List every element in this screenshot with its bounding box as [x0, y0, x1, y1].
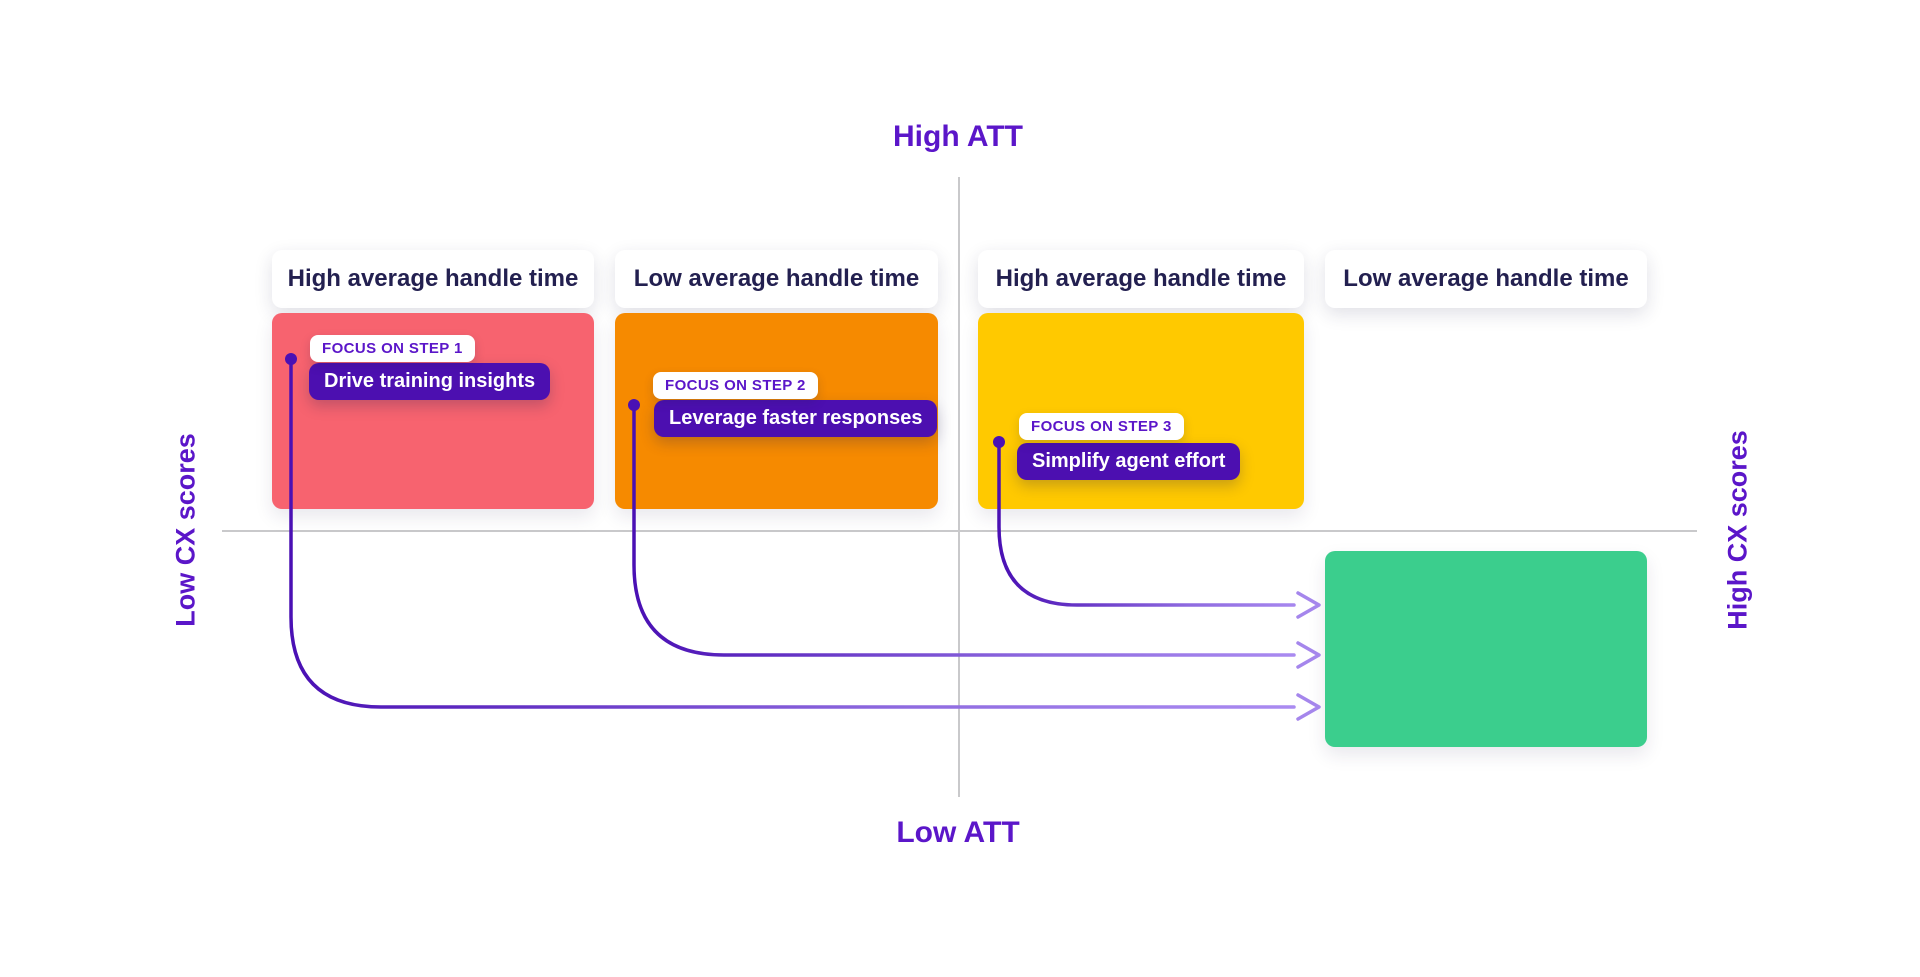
axis-line-horizontal [222, 530, 1697, 532]
arrow-icon-step-1 [1296, 693, 1321, 721]
axis-title-bottom: Low ATT [896, 816, 1020, 849]
axis-title-top: High ATT [893, 120, 1023, 153]
axis-label-right: High CX scores [1722, 430, 1753, 630]
step-2-label: Leverage faster responses [654, 400, 938, 437]
axis-label-left: Low CX scores [170, 433, 201, 627]
step-1-badge: FOCUS ON STEP 1 [310, 335, 475, 362]
step-2-badge: FOCUS ON STEP 2 [653, 372, 818, 399]
axis-line-vertical [958, 177, 960, 797]
step-1-label: Drive training insights [309, 363, 551, 400]
quadrant-header-1: High average handle time [272, 250, 594, 308]
arrow-icon-step-3 [1296, 591, 1321, 619]
quadrant-header-4: Low average handle time [1325, 250, 1647, 308]
quadrant-header-2: Low average handle time [615, 250, 938, 308]
step-3-badge: FOCUS ON STEP 3 [1019, 413, 1184, 440]
target-block-green [1325, 551, 1647, 747]
step-3-label: Simplify agent effort [1017, 443, 1241, 480]
arrow-icon-step-2 [1296, 641, 1321, 669]
quadrant-header-3: High average handle time [978, 250, 1304, 308]
